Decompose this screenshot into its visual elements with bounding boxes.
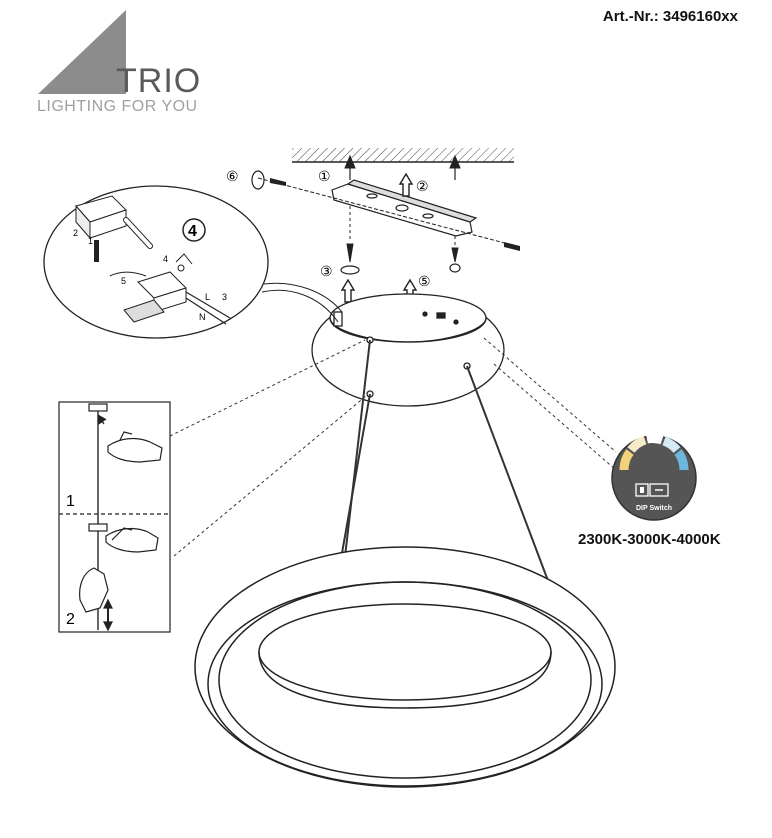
dip-switch-label: DIP Switch — [636, 505, 672, 512]
step-3-label: ③ — [320, 263, 333, 279]
logo-triangle — [38, 10, 126, 94]
ring-luminaire — [194, 546, 616, 788]
wire-label-4: 4 — [163, 254, 168, 264]
wire-label-N: N — [199, 312, 206, 322]
step-4-label: 4 — [188, 223, 197, 240]
mounting-bracket — [331, 179, 478, 237]
cable-adjust-panel — [58, 401, 171, 633]
step-5-label: ⑤ — [418, 273, 431, 289]
cable-adjust-step-1: 1 — [66, 493, 75, 510]
rotation-arrows — [251, 170, 461, 275]
wire-label-L: L — [205, 292, 210, 302]
dip-switch-badge — [611, 434, 697, 521]
cable-adjust-step-2: 2 — [66, 611, 75, 628]
wiring-callout — [43, 185, 343, 339]
wire-label-3: 3 — [222, 292, 227, 302]
wire-label-1: 1 — [88, 236, 93, 246]
ceiling-screws — [344, 154, 461, 180]
bracket-screws — [346, 206, 459, 263]
step-1-label: ① — [318, 168, 331, 184]
side-screw-axis — [257, 177, 520, 251]
wire-label-5: 5 — [121, 276, 126, 286]
step-2-label: ② — [416, 178, 429, 194]
brand-name: TRIO — [116, 62, 202, 100]
step-6-label: ⑥ — [226, 168, 239, 184]
color-temperature-range: 2300K-3000K-4000K — [578, 531, 721, 548]
up-arrows — [340, 172, 418, 303]
wire-label-2: 2 — [73, 228, 78, 238]
canopy — [311, 293, 505, 407]
step-4-badge — [182, 218, 206, 242]
brand-tagline: LIGHTING FOR YOU — [37, 98, 198, 115]
ceiling — [292, 148, 514, 163]
article-number: Art.-Nr.: 3496160xx — [602, 8, 738, 25]
leader-lines — [169, 337, 617, 557]
